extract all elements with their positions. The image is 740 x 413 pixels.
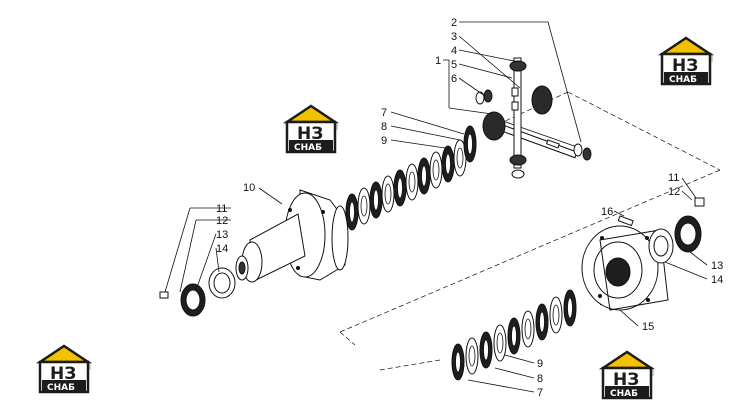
- callout-16: 16: [601, 206, 613, 218]
- spider-shaft-vertical: [513, 57, 522, 169]
- right-bearing-set: [617, 197, 705, 264]
- planet-gear-top: [509, 60, 527, 72]
- callout-11-left: 11: [216, 203, 227, 215]
- logo-word: СНАБ: [610, 389, 638, 399]
- logo-bottom-right: НЗ СНАБ: [601, 350, 656, 400]
- callout-15: 15: [642, 321, 654, 333]
- callout-14-right: 14: [711, 274, 723, 286]
- callout-12-left: 12: [216, 215, 228, 227]
- callout-4: 4: [451, 45, 457, 57]
- retainer-clip-right: [694, 197, 705, 207]
- callout-8: 8: [381, 121, 387, 133]
- bolt-16: [617, 215, 634, 227]
- callout-9: 9: [381, 135, 387, 147]
- logo-mark: НЗ: [672, 56, 698, 76]
- callout-labels: 2 3 4 1 5 6 7 8 9 10 11 12 13 14 16 11 1…: [216, 17, 723, 399]
- pin-piece-1: [511, 87, 519, 97]
- right-hub-cover: [581, 225, 669, 311]
- differential-housing: [235, 189, 349, 283]
- side-gear-left: [482, 111, 506, 141]
- washer-d: [582, 147, 592, 161]
- callout-3: 3: [451, 31, 457, 43]
- callout-6: 6: [451, 73, 457, 85]
- callout-5: 5: [451, 59, 457, 71]
- washer-b: [483, 89, 493, 103]
- pin-piece-2: [511, 101, 519, 111]
- callout-11-right: 11: [668, 172, 679, 184]
- logo-mark: НЗ: [297, 124, 323, 144]
- spider-pin: [497, 123, 578, 159]
- logo-mark: НЗ: [50, 364, 76, 384]
- callout-13-right: 13: [711, 260, 723, 272]
- differential-gear-assembly: [475, 57, 592, 179]
- lower-clutch-pack: [451, 289, 577, 381]
- pin-piece-3: [545, 139, 560, 149]
- washer-c: [573, 143, 583, 157]
- logo-word: СНАБ: [669, 75, 697, 85]
- planet-washer-bottom: [511, 169, 525, 179]
- logo-word: СНАБ: [294, 143, 322, 153]
- retainer-clip-left: [159, 291, 169, 299]
- callout-10: 10: [243, 182, 255, 194]
- callout-2: 2: [451, 17, 457, 29]
- upper-clutch-pack: [345, 125, 477, 231]
- callout-7-lower: 7: [537, 387, 543, 399]
- logo-bottom-left: НЗ СНАБ: [38, 344, 93, 394]
- logo-mark: НЗ: [613, 370, 639, 390]
- callout-12-right: 12: [668, 186, 680, 198]
- callout-8-lower: 8: [537, 373, 543, 385]
- logo-top-center: НЗ СНАБ: [285, 104, 340, 154]
- leader-lines: [164, 21, 708, 393]
- washer-a: [475, 91, 485, 105]
- callout-9-lower: 9: [537, 358, 543, 370]
- left-bearing-set: [159, 267, 236, 317]
- callout-7: 7: [381, 107, 387, 119]
- callout-13-left: 13: [216, 229, 228, 241]
- logo-top-right: НЗ СНАБ: [660, 36, 715, 86]
- planet-gear-bottom: [509, 154, 527, 166]
- side-gear-right: [531, 85, 553, 115]
- logo-word: СНАБ: [47, 383, 75, 393]
- callout-14-left: 14: [216, 243, 228, 255]
- callout-1: 1: [435, 55, 441, 67]
